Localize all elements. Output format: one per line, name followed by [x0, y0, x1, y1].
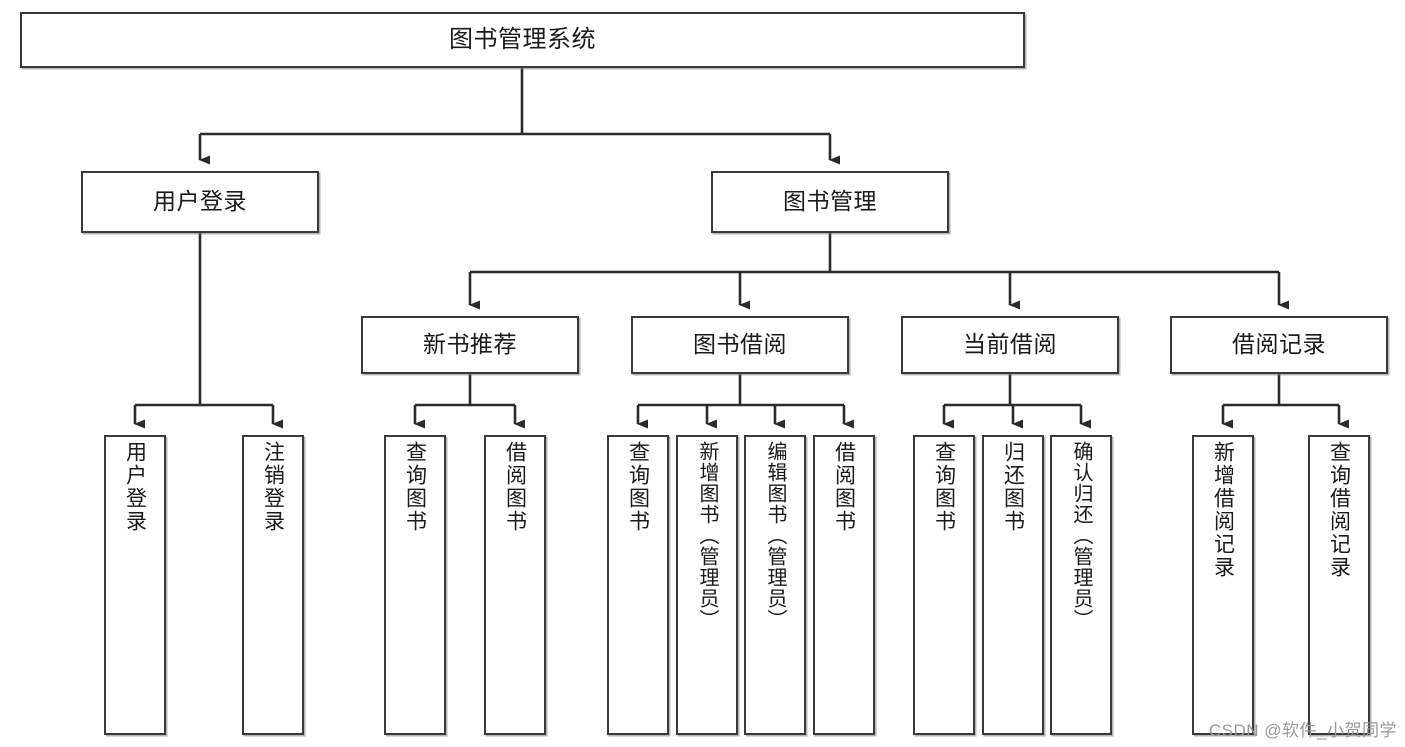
- node-label: 图书借阅: [693, 331, 787, 358]
- leaf-add-borrow-record[interactable]: 新增借阅记录: [1192, 435, 1254, 735]
- leaf-logout[interactable]: 注销登录: [242, 435, 304, 735]
- node-root-system[interactable]: 图书管理系统: [20, 12, 1025, 68]
- node-book-borrowing[interactable]: 图书借阅: [631, 316, 849, 374]
- node-label: 当前借阅: [963, 331, 1057, 358]
- leaf-query-books-recommend[interactable]: 查询图书: [384, 435, 446, 735]
- leaf-query-borrow-record[interactable]: 查询借阅记录: [1308, 435, 1370, 735]
- node-label: 编辑图书（管理员）: [764, 441, 786, 630]
- node-label: 借阅图书: [503, 441, 527, 533]
- node-label: 新增图书（管理员）: [696, 441, 718, 630]
- leaf-add-book-admin[interactable]: 新增图书（管理员）: [676, 435, 738, 735]
- node-label: 借阅图书: [832, 441, 856, 533]
- node-book-management[interactable]: 图书管理: [711, 171, 949, 233]
- node-label: 用户登录: [123, 441, 147, 533]
- leaf-query-books-current[interactable]: 查询图书: [913, 435, 975, 735]
- node-label: 图书管理系统: [449, 25, 596, 53]
- node-label: 查询图书: [932, 441, 956, 533]
- node-current-borrowing[interactable]: 当前借阅: [901, 316, 1119, 374]
- leaf-user-login[interactable]: 用户登录: [104, 435, 166, 735]
- node-label: 查询借阅记录: [1327, 441, 1351, 579]
- leaf-return-books[interactable]: 归还图书: [982, 435, 1044, 735]
- leaf-borrow-books-recommend[interactable]: 借阅图书: [484, 435, 546, 735]
- leaf-confirm-return-admin[interactable]: 确认归还（管理员）: [1050, 435, 1112, 735]
- leaf-edit-book-admin[interactable]: 编辑图书（管理员）: [744, 435, 806, 735]
- leaf-borrow-books-borrowing[interactable]: 借阅图书: [813, 435, 875, 735]
- node-user-login[interactable]: 用户登录: [81, 171, 319, 233]
- leaf-query-books-borrowing[interactable]: 查询图书: [607, 435, 669, 735]
- node-label: 查询图书: [626, 441, 650, 533]
- node-label: 确认归还（管理员）: [1070, 441, 1092, 630]
- node-label: 图书管理: [783, 188, 877, 215]
- node-label: 注销登录: [261, 441, 285, 533]
- node-label: 借阅记录: [1232, 331, 1326, 358]
- node-new-book-recommend[interactable]: 新书推荐: [361, 316, 579, 374]
- node-label: 归还图书: [1001, 441, 1025, 533]
- node-label: 用户登录: [153, 188, 247, 215]
- watermark-text: CSDN @软件_小贺同学: [1208, 721, 1397, 740]
- node-label: 查询图书: [403, 441, 427, 533]
- node-label: 新增借阅记录: [1211, 441, 1235, 579]
- node-label: 新书推荐: [423, 331, 517, 358]
- node-borrow-records[interactable]: 借阅记录: [1170, 316, 1388, 374]
